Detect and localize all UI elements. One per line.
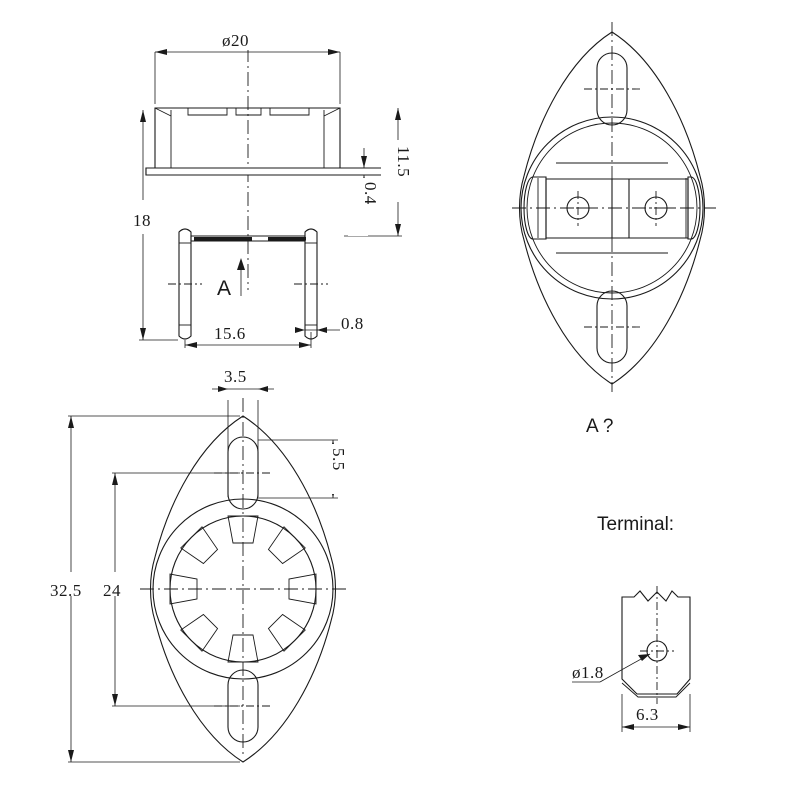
bottom-slot-bottom	[227, 669, 259, 743]
top-notch-2	[235, 108, 262, 116]
arrow-24-bottom	[112, 694, 118, 706]
base-plate	[190, 235, 306, 242]
crimp-tab-group	[169, 515, 317, 663]
arrow-08-left	[295, 327, 305, 333]
dim-thickness-08: 0.8	[295, 314, 364, 333]
arrow-115-top	[395, 108, 401, 120]
arrow-08-right	[317, 327, 327, 333]
view-a-label: A ?	[586, 416, 613, 437]
view-a-top: A ?	[512, 22, 716, 437]
arrow-115-bottom	[395, 224, 401, 236]
dim-18-text-bg	[128, 200, 150, 234]
dim-04-text: 0.4	[361, 182, 380, 205]
dim-24-text: 24	[103, 581, 121, 600]
crimp-tab-1	[227, 515, 259, 544]
dim-width-156: 15.6	[184, 322, 312, 348]
arrow-325-bottom	[68, 750, 74, 762]
arrow-18-bottom	[140, 328, 146, 340]
arrow-18-top	[140, 110, 146, 122]
dim-18-text: 18	[133, 211, 151, 230]
view-arrow-a-head	[237, 258, 245, 270]
top-notch-3	[269, 108, 310, 116]
flange-outline	[519, 31, 705, 385]
dim-hole-centers-24: 24	[100, 472, 240, 707]
dim-115-text-bg	[381, 140, 403, 202]
dim-d20-text-bg	[218, 30, 274, 50]
dim-325-text-bg	[48, 572, 96, 596]
terminal-blade-left	[178, 228, 192, 340]
dim-height-115: 11.5	[344, 108, 413, 237]
arrow-d20-right	[328, 49, 340, 55]
crimp-tab-4	[267, 613, 306, 652]
dim-slot-height-55: 5.5	[258, 439, 348, 499]
terminal-detail-title: Terminal:	[597, 514, 674, 535]
arrow-04-up	[361, 156, 367, 168]
arrow-35-right	[258, 386, 268, 392]
dim-156-text: 15.6	[214, 324, 246, 343]
crimp-tab-6	[180, 613, 219, 652]
bottom-view: 3.5 5.5 24	[48, 366, 350, 763]
body-circle-outer	[520, 116, 704, 300]
dim-55-text-bg	[316, 444, 336, 494]
body-circle-inner	[526, 122, 698, 294]
dim-325-text: 32.5	[50, 581, 82, 600]
dim-08-text: 0.8	[341, 314, 364, 333]
dim-d18-text: ø1.8	[572, 663, 604, 682]
terminal-tab-right	[628, 178, 689, 239]
terminal-tab-left	[545, 178, 613, 239]
body-chamfer-right	[323, 107, 341, 117]
dim-d20-text: ø20	[222, 31, 249, 50]
dim-diameter-20: ø20	[154, 30, 341, 104]
end-clip-left	[523, 176, 547, 240]
arrow-35-left	[218, 386, 228, 392]
arrow-63-right	[678, 724, 690, 730]
crimp-tab-7	[169, 573, 198, 605]
body-chamfer-left	[154, 107, 172, 117]
flange-plate-fill	[146, 168, 402, 175]
dim-156-text-bg	[212, 322, 262, 342]
arrow-d20-left	[155, 49, 167, 55]
arrow-63-left	[622, 724, 634, 730]
base-plate-slot-right	[268, 237, 306, 241]
dim-04-text-bg	[348, 178, 368, 236]
dim-slot-width-35: 3.5	[212, 366, 274, 497]
dim-terminal-width-63: 6.3	[621, 694, 691, 732]
bottom-flange-outline	[150, 415, 336, 763]
dim-63-text-bg	[634, 704, 678, 724]
leader-d18-arrow	[638, 654, 650, 661]
bottom-body-circle-outer	[152, 498, 334, 680]
crimp-tab-8	[180, 526, 219, 565]
dim-55-text: 5.5	[329, 448, 348, 471]
top-notch-1	[187, 108, 228, 116]
front-side-view: A ø20 18 11.5	[128, 30, 413, 348]
base-plate-slot-left	[194, 237, 252, 241]
arrow-24-top	[112, 473, 118, 485]
terminal-foot-line	[621, 682, 691, 698]
arrow-156-right	[299, 342, 311, 348]
view-arrow-a-label: A	[217, 277, 231, 300]
dim-35-text: 3.5	[224, 367, 247, 386]
body-outline	[154, 107, 341, 169]
dim-115-text: 11.5	[394, 146, 413, 177]
arrow-325-top	[68, 416, 74, 428]
crimp-tab-3	[288, 573, 317, 605]
dim-63-text: 6.3	[636, 705, 659, 724]
terminal-detail-view: Terminal: ø1.8 6.3	[572, 514, 691, 732]
dim-height-18: 18	[128, 110, 178, 341]
dim-overall-325: 32.5	[48, 415, 240, 763]
crimp-tab-5	[227, 634, 259, 663]
mount-slot-top	[596, 52, 628, 126]
terminal-blade-right	[304, 228, 318, 340]
end-clip-right	[687, 176, 701, 240]
dim-thickness-04: 0.4	[348, 148, 380, 236]
dim-24-text-bg	[100, 572, 128, 596]
dim-35-text-bg	[222, 366, 268, 386]
arrow-156-left	[185, 342, 197, 348]
crimp-tab-2	[267, 526, 306, 565]
terminal-outline	[621, 590, 691, 695]
